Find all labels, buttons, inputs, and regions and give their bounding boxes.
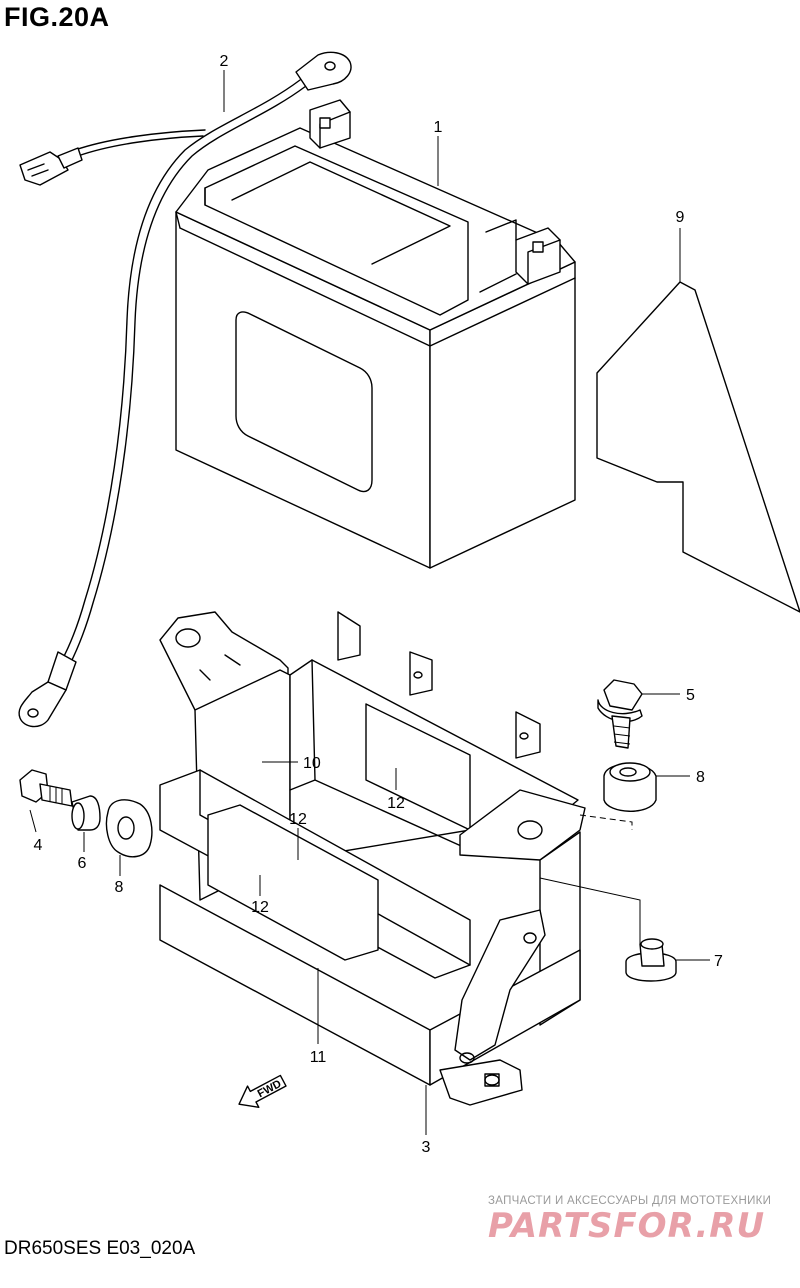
svg-text:PARTSFOR.RU: PARTSFOR.RU [488,1206,765,1244]
callout-12-upper: 12 [387,795,405,812]
callout-10: 10 [303,755,321,772]
fwd-arrow: FWD [238,1074,287,1108]
callout-3: 3 [422,1139,431,1156]
cushion-8-right[interactable] [603,762,657,812]
collar-6[interactable] [71,795,101,831]
battery[interactable] [175,99,576,569]
watermark-caption: ЗАПЧАСТИ И АКСЕССУАРЫ ДЛЯ МОТОТЕХНИКИ [488,1195,772,1207]
callout-11: 11 [310,1049,327,1066]
bolt-5[interactable] [597,679,643,749]
callout-5: 5 [686,687,695,704]
callout-2: 2 [220,53,229,70]
battery-cable[interactable] [18,51,352,728]
callout-6: 6 [78,855,87,872]
callout-1: 1 [434,119,443,136]
figure-title: FIG.20A [4,2,110,32]
callout-12-middle: 12 [289,811,307,828]
watermark-logo: PARTSFOR.RU [488,1204,793,1246]
nut-7[interactable] [625,938,677,982]
callout-leaders [29,70,710,1135]
model-code: DR650SES E03_020A [4,1238,196,1259]
callout-4: 4 [34,837,43,854]
callout-8-right: 8 [696,769,705,786]
bolt-4[interactable] [19,769,73,807]
cushion-8-left[interactable] [105,799,153,858]
callout-9: 9 [676,209,685,226]
fwd-label: FWD [256,1078,284,1100]
battery-holder[interactable] [159,611,586,1106]
battery-plate[interactable] [596,281,800,613]
callout-8-left: 8 [115,879,124,896]
callout-labels: 2 1 9 5 8 7 4 6 8 10 12 12 12 11 3 [34,53,723,1156]
callout-7: 7 [714,953,723,970]
callout-12-lower: 12 [251,899,269,916]
